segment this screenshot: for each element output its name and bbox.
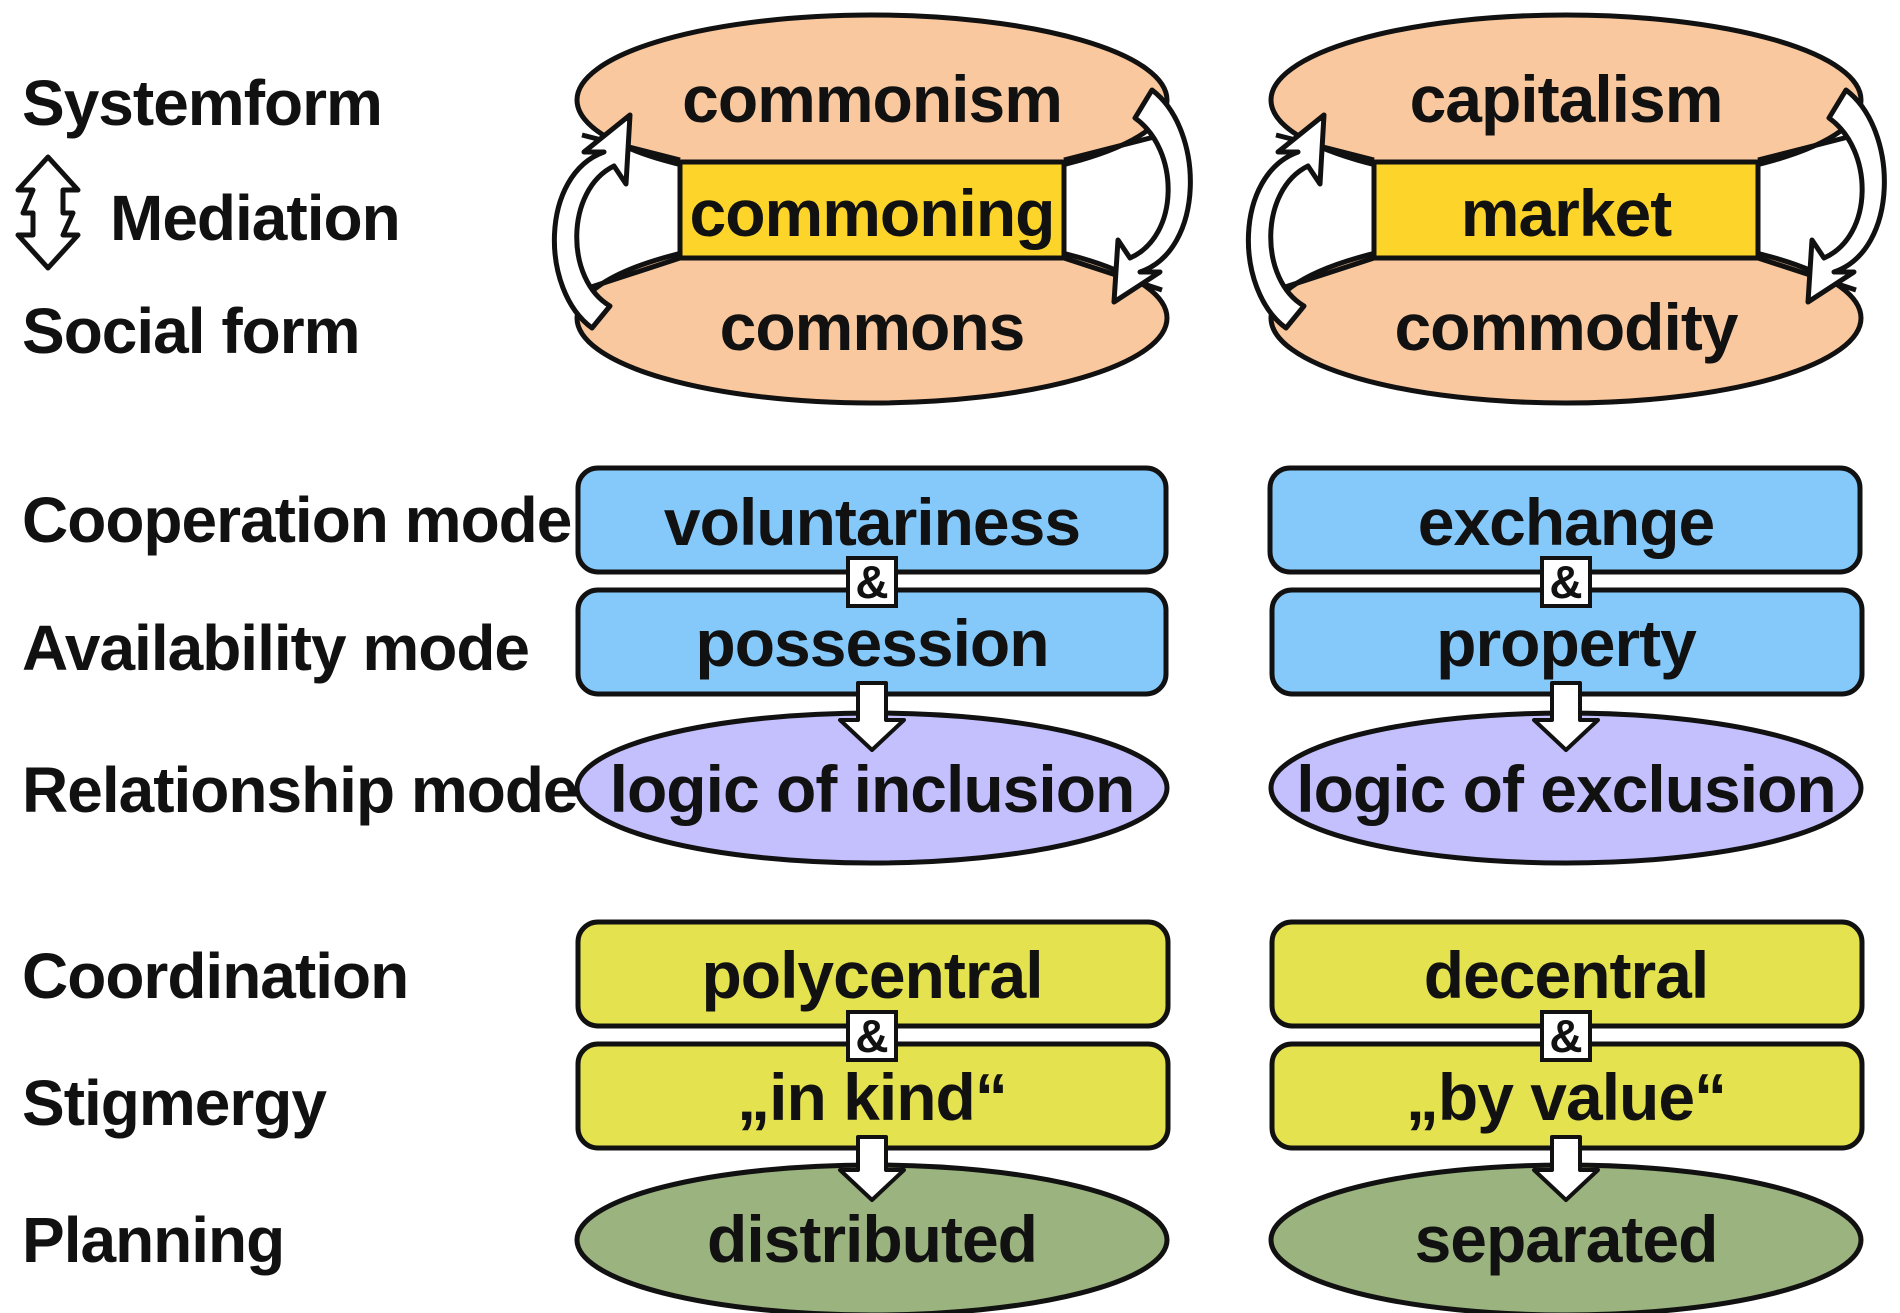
circular-arrow-icon bbox=[1246, 112, 1327, 331]
down-arrow-icon bbox=[838, 1135, 906, 1202]
capitalism-column: capitalism market commodity exchange pro… bbox=[1246, 12, 1887, 1313]
and-connector-text: & bbox=[1549, 1010, 1582, 1062]
commons-relationship-text: logic of inclusion bbox=[610, 752, 1135, 826]
label-mediation: Mediation bbox=[110, 182, 400, 254]
label-relationship-mode: Relationship mode bbox=[22, 754, 578, 826]
commons-cooperation-text: voluntariness bbox=[664, 485, 1080, 559]
capitalism-coordination-text: decentral bbox=[1424, 938, 1708, 1012]
and-connector: & bbox=[846, 556, 898, 608]
down-arrow-icon bbox=[838, 681, 906, 752]
and-connector-text: & bbox=[855, 1010, 888, 1062]
capitalism-form-cluster: capitalism market commodity bbox=[1246, 12, 1887, 406]
capitalism-social-form-text: commodity bbox=[1394, 290, 1738, 364]
commons-column: commonism commoning commons voluntarines… bbox=[552, 12, 1193, 1313]
label-availability-mode: Availability mode bbox=[22, 612, 529, 684]
double-arrow-icon bbox=[15, 154, 81, 271]
and-connector: & bbox=[846, 1010, 898, 1062]
capitalism-relationship-text: logic of exclusion bbox=[1296, 752, 1835, 826]
commons-stigmergy-text: „in kind“ bbox=[737, 1060, 1007, 1134]
commons-social-form-text: commons bbox=[720, 290, 1025, 364]
and-connector: & bbox=[1540, 556, 1592, 608]
down-arrow-icon bbox=[1532, 681, 1600, 752]
and-connector: & bbox=[1540, 1010, 1592, 1062]
capitalism-cooperation-text: exchange bbox=[1418, 485, 1714, 559]
commons-availability-text: possession bbox=[695, 606, 1048, 680]
label-social-form: Social form bbox=[22, 295, 360, 367]
label-coordination: Coordination bbox=[22, 940, 408, 1012]
commons-planning-text: distributed bbox=[707, 1202, 1037, 1276]
circular-arrow-icon bbox=[1805, 87, 1887, 305]
capitalism-stigmergy-text: „by value“ bbox=[1406, 1060, 1726, 1134]
commons-mediation-box bbox=[677, 159, 1067, 261]
circular-arrow-icon bbox=[1111, 87, 1193, 305]
capitalism-systemform-text: capitalism bbox=[1410, 62, 1723, 136]
commons-coordination-text: polycentral bbox=[701, 938, 1042, 1012]
commons-systemform-text: commonism bbox=[682, 62, 1062, 136]
label-cooperation-mode: Cooperation mode bbox=[22, 484, 571, 556]
capitalism-availability-text: property bbox=[1436, 606, 1697, 680]
label-planning: Planning bbox=[22, 1204, 284, 1276]
capitalism-planning-text: separated bbox=[1415, 1202, 1718, 1276]
and-connector-text: & bbox=[1549, 556, 1582, 608]
and-connector-text: & bbox=[855, 556, 888, 608]
capitalism-mediation-text: market bbox=[1461, 176, 1672, 250]
capitalism-mediation-box bbox=[1371, 159, 1761, 261]
circular-arrow-icon bbox=[552, 112, 633, 331]
commons-mediation-text: commoning bbox=[690, 176, 1055, 250]
down-arrow-icon bbox=[1532, 1135, 1600, 1202]
label-stigmergy: Stigmergy bbox=[22, 1067, 327, 1139]
commons-form-cluster: commonism commoning commons bbox=[552, 12, 1193, 406]
label-systemform: Systemform bbox=[22, 67, 382, 139]
